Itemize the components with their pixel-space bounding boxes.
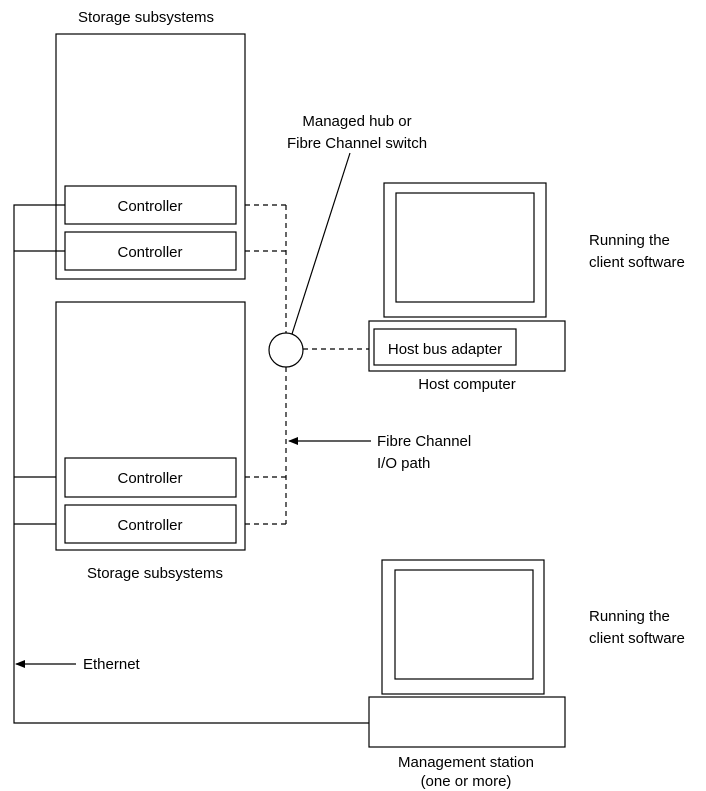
controller-label-1: Controller <box>117 198 182 215</box>
storage-bottom-label: Storage subsystems <box>87 565 223 582</box>
controller-box-1 <box>64 185 237 225</box>
storage-top-label: Storage subsystems <box>78 9 214 26</box>
running-label-2-line1: Running the <box>589 608 670 625</box>
running-label-1-line2: client software <box>589 254 685 271</box>
hub-leader-line <box>291 152 351 335</box>
host-bus-adapter-box <box>373 328 517 366</box>
controller-box-3 <box>64 457 237 498</box>
ethernet-main-line <box>13 204 369 724</box>
running-label-1-line1: Running the <box>589 232 670 249</box>
fc-label-line2: I/O path <box>377 455 430 472</box>
managed-hub-circle <box>268 332 304 368</box>
hub-label-line1: Managed hub or <box>302 113 411 130</box>
host-bus-adapter-label: Host bus adapter <box>388 341 502 358</box>
hub-label-line2: Fibre Channel switch <box>287 135 427 152</box>
controller-label-2: Controller <box>117 244 182 261</box>
host-monitor-screen <box>395 192 535 303</box>
controller-label-3: Controller <box>117 470 182 487</box>
mgmt-station-base <box>368 696 566 748</box>
mgmt-label-line1: Management station <box>398 754 534 771</box>
controller-box-2 <box>64 231 237 271</box>
mgmt-monitor-screen <box>394 569 534 680</box>
controller-box-4 <box>64 504 237 544</box>
mgmt-label-line2: (one or more) <box>421 773 512 790</box>
controller-label-4: Controller <box>117 517 182 534</box>
host-computer-label: Host computer <box>418 376 516 393</box>
fc-label-line1: Fibre Channel <box>377 433 471 450</box>
ethernet-label: Ethernet <box>83 656 141 673</box>
running-label-2-line2: client software <box>589 630 685 647</box>
